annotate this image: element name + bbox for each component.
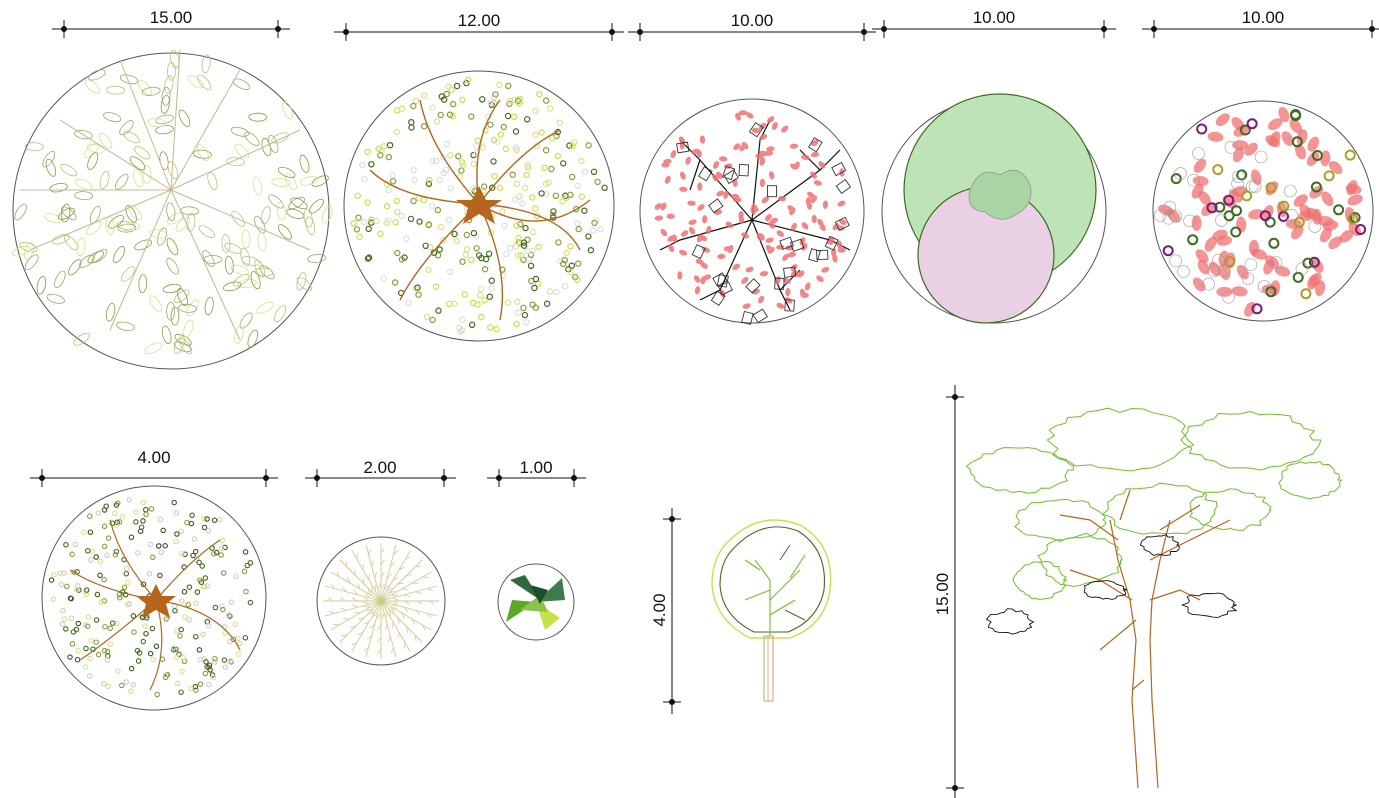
dimension-plan-c: 10.00: [628, 11, 876, 41]
dimension-label: 10.00: [1242, 8, 1285, 27]
leafy-canopy-plan-icon: [11, 49, 333, 370]
palm-cluster-plan-icon: [497, 563, 575, 641]
spiral-branch-plan-icon: [343, 70, 615, 342]
canopy-tree-elevation-icon: [965, 407, 1343, 789]
dimension-elevation-small: 4.00: [650, 508, 681, 714]
dimension-plan-g: 2.00: [305, 458, 456, 487]
dimension-label: 4.00: [650, 593, 669, 626]
radial-palm-plan-icon: [316, 536, 446, 666]
dimension-label: 15.00: [150, 8, 193, 27]
overlapping-circles-plan-icon: [881, 93, 1107, 324]
dimension-plan-b: 12.00: [334, 11, 624, 41]
dimension-label: 10.00: [731, 11, 774, 30]
spiral-branch-plan-icon: [41, 485, 267, 711]
round-tree-elevation-icon: [711, 519, 832, 702]
dimension-elevation-large: 15.00: [933, 385, 964, 798]
dimension-plan-d: 10.00: [872, 8, 1116, 38]
flowering-tree-plan-icon: [639, 98, 865, 325]
dimension-label: 15.00: [933, 573, 952, 616]
dimension-plan-f: 4.00: [30, 448, 278, 487]
dimension-label: 10.00: [973, 8, 1016, 27]
dimension-label: 4.00: [137, 448, 170, 467]
dimension-label: 12.00: [458, 11, 501, 30]
dimension-label: 1.00: [519, 458, 552, 477]
mixed-foliage-plan-icon: [1152, 100, 1374, 322]
dimension-plan-a: 15.00: [52, 8, 290, 38]
dimension-plan-e: 10.00: [1142, 8, 1379, 38]
dimension-plan-h: 1.00: [487, 458, 586, 487]
dimension-label: 2.00: [363, 458, 396, 477]
